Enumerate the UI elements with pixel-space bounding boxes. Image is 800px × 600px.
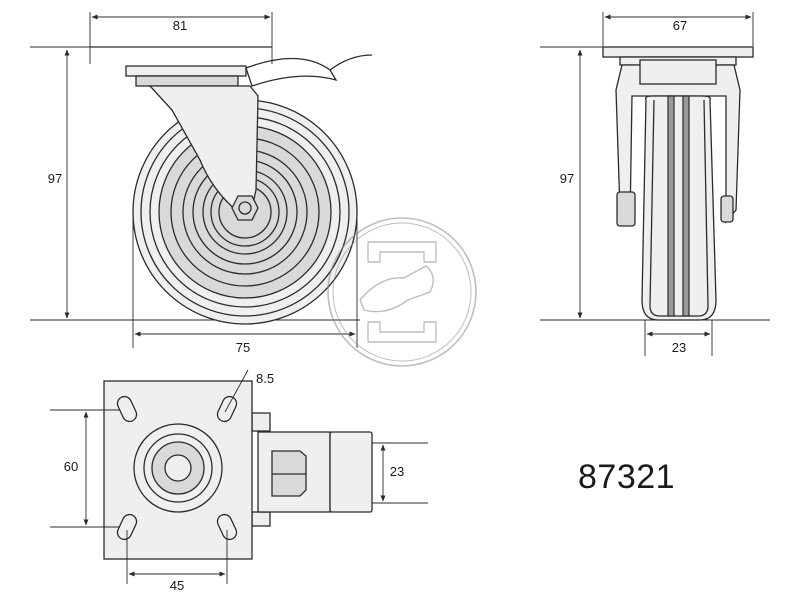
- slot-bottom-right: [216, 513, 238, 541]
- dim-top-horizontal-spacing: 45: [170, 578, 184, 593]
- dim-front-wheel-width: 23: [672, 340, 686, 355]
- dim-side-wheel-diameter: 75: [236, 340, 250, 355]
- front-tread-right: [682, 95, 690, 317]
- dim-side-height: 97: [48, 171, 62, 186]
- slot-top-left: [116, 395, 138, 423]
- dim-top-slot-width: 8.5: [256, 371, 274, 386]
- side-fork-leg: [148, 85, 259, 213]
- front-bearing: [639, 59, 717, 85]
- logo-emblem-icon: [327, 217, 477, 367]
- dim-leader-slot: [224, 369, 249, 413]
- dim-front-height: 97: [560, 171, 574, 186]
- side-bearing-housing: [135, 75, 239, 87]
- front-left-nut-icon: [616, 191, 636, 227]
- side-brake-lever: [245, 57, 338, 87]
- axle-nut-icon: [231, 195, 259, 221]
- dim-side-plate-width: 81: [173, 18, 187, 33]
- side-brake-lever-tail: [329, 54, 373, 71]
- slot-bottom-left: [116, 513, 138, 541]
- side-top-plate: [125, 65, 247, 77]
- mounting-slots: [116, 395, 238, 541]
- front-right-nut-icon: [720, 195, 734, 223]
- top-kingpin: [164, 454, 192, 482]
- dim-front-plate-width: 67: [673, 18, 687, 33]
- front-view: 67 97 23: [540, 12, 770, 356]
- side-view: 81 97 75: [30, 12, 373, 355]
- front-wheel: [641, 95, 717, 321]
- top-brake-stem: [251, 412, 271, 432]
- top-view: 8.5 60 45 23: [50, 369, 428, 593]
- dim-top-vertical-spacing: 60: [64, 459, 78, 474]
- dim-top-brake-width: 23: [390, 464, 404, 479]
- top-brake-pedal: [329, 431, 373, 513]
- front-tread-left: [667, 95, 675, 317]
- model-number: 87321: [578, 458, 676, 496]
